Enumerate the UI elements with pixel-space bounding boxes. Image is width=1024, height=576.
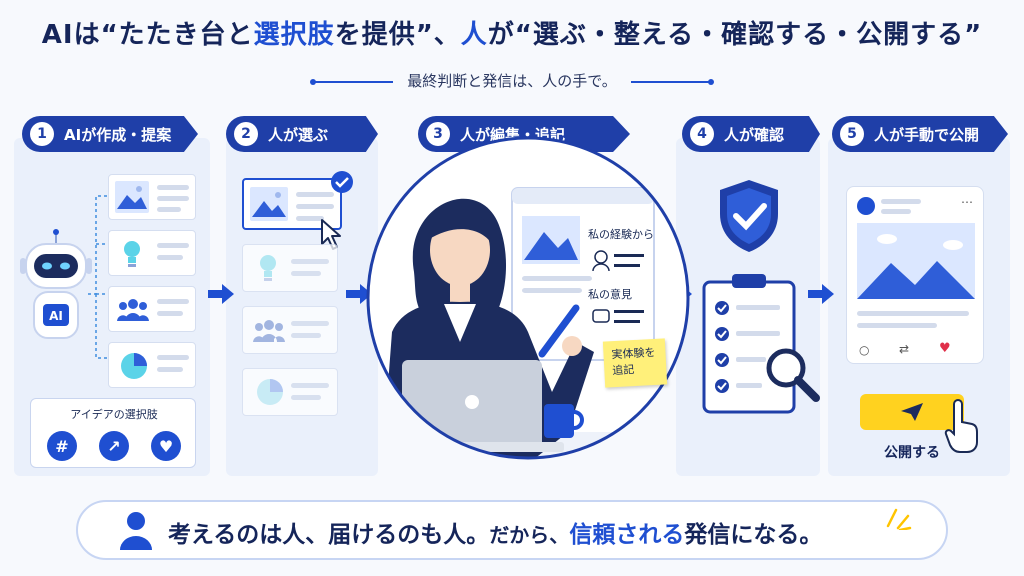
step-5-header: 5 人が手動で公開: [832, 116, 1008, 152]
selected-card[interactable]: [242, 178, 342, 230]
doc-text-opinion: 私の意見: [588, 287, 632, 301]
flow-arrow-icon: [808, 284, 834, 304]
step-label: 人が手動で公開: [874, 125, 980, 144]
step-label: 人が確認: [724, 125, 785, 144]
robot-icon: AI: [20, 229, 92, 339]
magnifier-icon: [766, 348, 820, 402]
idea-card-image[interactable]: [108, 174, 196, 220]
message-mid: だから、: [489, 523, 570, 547]
placeholder-line: [157, 243, 189, 248]
step-label: 人が選ぶ: [268, 125, 329, 144]
idea-card-people[interactable]: [108, 286, 196, 332]
landscape-image-icon: [857, 223, 975, 299]
step-1-header: 1 AIが作成・提案: [22, 116, 198, 152]
hashtag-icon[interactable]: #: [47, 431, 77, 461]
hand-pointer-icon: [944, 399, 978, 453]
placeholder-line: [157, 255, 183, 260]
placeholder-line: [157, 299, 189, 304]
landscape-image-icon: [115, 181, 149, 213]
lightbulb-icon: [124, 241, 140, 267]
people-icon: [253, 320, 285, 342]
title-accent: 人: [460, 20, 488, 50]
social-post-card: ⋯ ○ ⇄ ♥: [846, 186, 984, 364]
repost-icon[interactable]: ⇄: [899, 342, 910, 356]
placeholder-line: [296, 204, 334, 209]
step-number: 1: [30, 122, 54, 146]
placeholder-line: [157, 355, 189, 360]
message-end: 発信になる。: [684, 522, 823, 548]
title-part: が“選ぶ・整える・確認する・公開する”: [487, 20, 983, 50]
people-icon: [117, 299, 149, 321]
heart-icon[interactable]: ♥: [151, 431, 181, 461]
robot-badge-text: AI: [49, 309, 63, 323]
placeholder-line: [881, 209, 911, 214]
placeholder-line: [291, 271, 321, 276]
placeholder-line: [157, 185, 189, 190]
publish-button[interactable]: [860, 394, 964, 430]
flow-arrow-icon: [346, 284, 372, 304]
check-badge-icon: [331, 171, 353, 193]
page-title: AIは“たたき台と選択肢を提供”、人が“選ぶ・整える・確認する・公開する”: [0, 14, 1024, 51]
placeholder-line: [291, 333, 321, 338]
avatar: [857, 197, 875, 215]
person-icon: [120, 512, 152, 550]
sticky-note: 実体験を追記: [602, 338, 668, 388]
pie-chart-icon: [121, 353, 147, 379]
placeholder-line: [291, 259, 329, 264]
idea-card-bulb[interactable]: [108, 230, 196, 276]
send-plane-icon: [901, 403, 923, 421]
idea-choices-box: アイデアの選択肢 # ↗ ♥: [30, 398, 196, 468]
step-2-header: 2 人が選ぶ: [226, 116, 378, 152]
divider: [630, 78, 714, 85]
pie-chart-icon: [257, 379, 283, 405]
placeholder-line: [857, 311, 969, 316]
placeholder-line: [157, 311, 183, 316]
trend-chart-icon[interactable]: ↗: [99, 431, 129, 461]
shield-check-icon: [720, 180, 778, 252]
title-part: を提供”、: [334, 20, 461, 50]
choices-label: アイデアの選択肢: [70, 408, 158, 421]
editing-scene: 私の経験から 私の意見: [366, 136, 690, 460]
placeholder-line: [157, 196, 189, 201]
comment-icon[interactable]: ○: [859, 343, 870, 357]
subtitle-text: 最終判断と発信は、人の手で。: [407, 72, 617, 90]
step-number: 3: [426, 122, 450, 146]
option-card[interactable]: [242, 306, 338, 354]
placeholder-line: [857, 323, 937, 328]
placeholder-line: [291, 383, 329, 388]
more-options-icon[interactable]: ⋯: [961, 195, 973, 209]
sparkle-icon: [886, 508, 912, 530]
placeholder-line: [157, 367, 183, 372]
lightbulb-icon: [260, 255, 276, 281]
sticky-text: 追記: [612, 363, 635, 378]
placeholder-line: [296, 192, 334, 197]
placeholder-line: [157, 207, 181, 212]
divider: [310, 78, 394, 85]
option-card[interactable]: [242, 244, 338, 292]
step-number: 2: [234, 122, 258, 146]
option-card[interactable]: [242, 368, 338, 416]
title-accent: 選択肢: [253, 20, 335, 50]
placeholder-line: [296, 216, 324, 221]
title-part: AIは“たたき台と: [41, 20, 254, 50]
step-4-header: 4 人が確認: [682, 116, 820, 152]
flow-arrow-icon: [208, 284, 234, 304]
publish-label: 公開する: [884, 445, 940, 461]
message-main: 考えるのは人、届けるのも人。: [168, 522, 490, 548]
step-label: AIが作成・提案: [64, 125, 172, 144]
bottom-message: 考えるのは人、届けるのも人。だから、信頼される発信になる。: [168, 515, 822, 549]
placeholder-line: [291, 321, 329, 326]
landscape-image-icon: [250, 187, 288, 221]
placeholder-line: [291, 395, 321, 400]
bottom-message-banner: 考えるのは人、届けるのも人。だから、信頼される発信になる。: [76, 500, 948, 560]
message-accent: 信頼される: [569, 522, 685, 548]
step-number: 4: [690, 122, 714, 146]
connector-lines: [88, 195, 112, 359]
subtitle: 最終判断と発信は、人の手で。: [0, 70, 1024, 91]
placeholder-line: [881, 199, 921, 204]
idea-card-chart[interactable]: [108, 342, 196, 388]
like-heart-icon[interactable]: ♥: [939, 341, 951, 356]
step-number: 5: [840, 122, 864, 146]
doc-text-experience: 私の経験から: [588, 227, 654, 241]
